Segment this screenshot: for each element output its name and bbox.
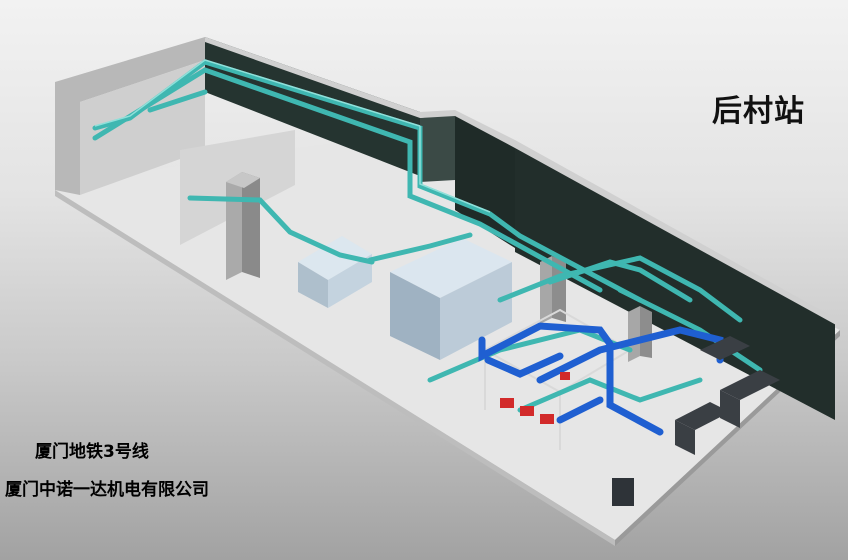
left-end-wall [55, 37, 205, 195]
column-left [226, 172, 260, 280]
water-tank-small [298, 236, 372, 308]
floor-edge [55, 190, 615, 546]
teal-pipe-network [92, 59, 763, 413]
chiller-units [612, 336, 780, 506]
column-right [628, 306, 652, 362]
pumps-red [500, 372, 570, 424]
column-middle [540, 256, 566, 324]
caption-line-2: 厦门中诺一达机电有限公司 [5, 480, 209, 500]
side-wall-light [80, 60, 205, 195]
teal-pipe-highlight [94, 59, 491, 213]
back-wall-mid [455, 114, 515, 248]
water-tank-large [390, 238, 512, 360]
caption-line-1: 厦门地铁3号线 [35, 442, 149, 462]
back-wall-inner [420, 114, 455, 182]
station-label: 后村站 [712, 94, 805, 129]
back-wall-right [515, 146, 835, 420]
